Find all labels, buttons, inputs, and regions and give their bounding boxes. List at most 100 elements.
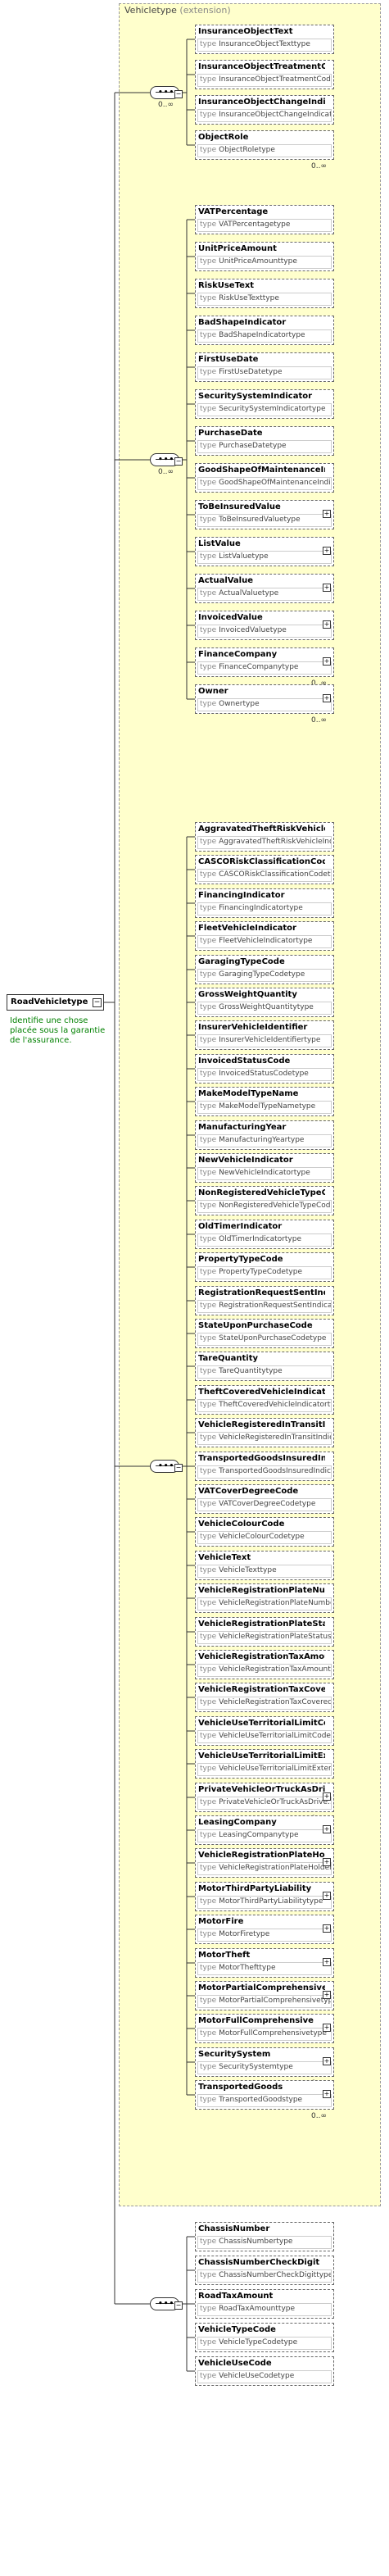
element-box[interactable]: NonRegisteredVehicleTypeCodetypeNonRegis… — [195, 1186, 334, 1215]
root-element[interactable]: RoadVehicletype − — [7, 994, 104, 1011]
element-name: ManufacturingYear — [198, 1123, 287, 1132]
type-label: type — [200, 1302, 217, 1310]
element-name: MakeModelTypeName — [198, 1089, 299, 1098]
expand-icon[interactable]: + — [323, 1792, 331, 1801]
expand-icon[interactable]: + — [323, 1924, 331, 1933]
expand-icon[interactable]: + — [323, 2024, 331, 2032]
expand-icon[interactable]: + — [323, 694, 331, 702]
element-box[interactable]: PrivateVehicleOrTruckAsDriventypePrivate… — [195, 1783, 334, 1823]
expand-icon[interactable]: + — [323, 584, 331, 592]
element-box[interactable]: VehicleUseTerritorialLimitCodetypeVehicl… — [195, 1716, 334, 1746]
expand-icon[interactable]: + — [323, 510, 331, 518]
sequence-compositor-icon[interactable]: •••− — [150, 86, 183, 99]
element-name: PropertyTypeCode — [198, 1255, 283, 1264]
element-box[interactable]: InsuranceObjectChangeIndicatortypeInsura… — [195, 95, 334, 125]
expand-icon[interactable]: + — [323, 1991, 331, 1999]
expand-icon[interactable]: + — [323, 2090, 331, 2098]
expand-icon[interactable]: + — [323, 547, 331, 555]
expand-icon[interactable]: + — [323, 1825, 331, 1833]
type-label: type — [200, 2063, 217, 2071]
sequence-compositor-icon[interactable]: •••− — [150, 1460, 183, 1473]
element-box[interactable]: VehicleRegistrationTaxAmounttypeVehicleR… — [195, 1650, 334, 1679]
type-label: type — [200, 2096, 217, 2104]
element-name: TheftCoveredVehicleIndicator — [198, 1388, 325, 1397]
collapse-icon[interactable]: − — [174, 2301, 183, 2310]
expand-icon[interactable]: + — [323, 2057, 331, 2065]
element-box[interactable]: RegistrationRequestSentIndicatortypeRegi… — [195, 1286, 334, 1315]
element-box[interactable]: GoodShapeOfMaintenanceIndica...typeGoodS… — [195, 463, 334, 493]
element-box[interactable]: InsuranceObjectTreatmentCodetypeInsuranc… — [195, 60, 334, 89]
element-box[interactable]: VehicleUseTerritorialLimitExten...typeVe… — [195, 1749, 334, 1779]
element-box[interactable]: VehicleRegistrationPlateNumbertypeVehicl… — [195, 1583, 334, 1613]
element-box[interactable]: VehicleRegistrationPlateHoldertypeVehicl… — [195, 1848, 334, 1878]
type-value: FinanceCompanytype — [219, 663, 299, 671]
collapse-icon[interactable]: − — [174, 1464, 183, 1472]
element-box[interactable]: VehicleRegisteredInTransitIndic...typeVe… — [195, 1418, 334, 1447]
element-box[interactable]: TransportedGoodsInsuredIndic...typeTrans… — [195, 1452, 334, 1481]
collapse-icon[interactable]: − — [174, 90, 183, 98]
collapse-icon[interactable]: − — [174, 457, 183, 466]
expand-icon[interactable]: + — [323, 1858, 331, 1866]
element-box[interactable]: AggravatedTheftRiskVehicleIndi...typeAgg… — [195, 822, 334, 852]
sequence-compositor-icon[interactable]: •••− — [150, 2297, 183, 2310]
element-box[interactable]: VehicleRegistrationTaxCoveredI...typeVeh… — [195, 1683, 334, 1712]
type-label: type — [200, 516, 217, 524]
element-box[interactable]: SecuritySystemtypeSecuritySystemtype+0..… — [195, 2047, 334, 2088]
expand-icon[interactable]: + — [323, 1892, 331, 1900]
element-box[interactable]: VehicleRegistrationPlateStatusC...typeVe… — [195, 1617, 334, 1647]
expand-icon[interactable]: − — [93, 998, 102, 1007]
type-value: VATCoverDegreeCodetype — [219, 1500, 316, 1508]
expand-icon[interactable]: + — [323, 657, 331, 666]
sequence-compositor-icon[interactable]: •••− — [150, 453, 183, 466]
expand-icon[interactable]: + — [323, 620, 331, 629]
expand-icon[interactable]: + — [323, 1958, 331, 1966]
type-value: TransportedGoodstype — [219, 2096, 303, 2104]
